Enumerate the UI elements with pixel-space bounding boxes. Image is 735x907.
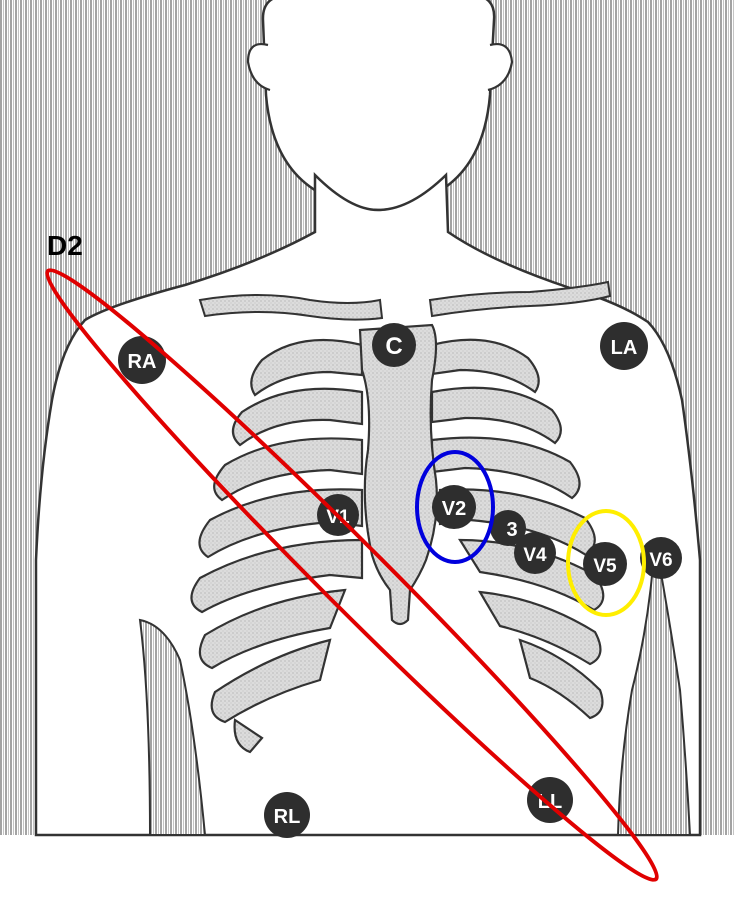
electrode-v5-label: V5 <box>593 556 617 577</box>
lead-d2-label: D2 <box>47 230 83 262</box>
electrode-ll-label: LL <box>538 791 562 813</box>
electrode-v3-label: 3 <box>506 519 517 541</box>
electrode-v5: V5 <box>583 542 627 586</box>
electrode-v2-label: V2 <box>442 498 466 520</box>
electrode-la-label: LA <box>611 337 638 359</box>
electrode-ll: LL <box>527 777 573 823</box>
electrode-v4: V4 <box>514 532 556 574</box>
electrode-rl: RL <box>264 792 310 838</box>
electrode-v6: V6 <box>640 537 682 579</box>
electrode-v6-label: V6 <box>649 550 672 571</box>
electrode-c-label: C <box>385 333 402 360</box>
electrode-v4-label: V4 <box>523 545 547 566</box>
electrode-v2: V2 <box>432 485 476 529</box>
electrode-ra-label: RA <box>128 351 157 373</box>
electrode-c: C <box>372 323 416 367</box>
electrode-la: LA <box>600 322 648 370</box>
electrode-rl-label: RL <box>274 806 301 828</box>
electrode-ra: RA <box>118 336 166 384</box>
